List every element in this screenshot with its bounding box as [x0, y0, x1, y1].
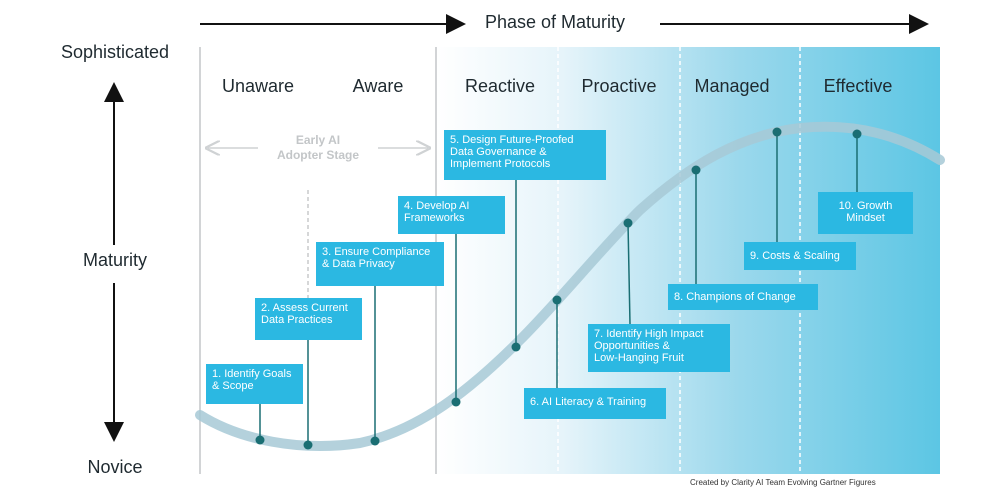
step-dot-8: [691, 165, 701, 175]
step-dot-10: [852, 129, 862, 139]
y-label-bottom: Novice: [87, 457, 143, 477]
step-dot-6: [552, 295, 562, 305]
stage-managed: Managed: [694, 76, 770, 96]
step-box-4: 4. Develop AI Frameworks: [398, 196, 505, 234]
step-dot-7: [623, 218, 633, 228]
y-label-middle: Maturity: [82, 250, 147, 270]
step-box-2: 2. Assess Current Data Practices: [255, 298, 362, 340]
early-adopter-label: Early AI Adopter Stage: [276, 133, 359, 162]
y-label-top: Sophisticated: [60, 42, 170, 62]
step-dot-1: [255, 435, 265, 445]
stage-aware: Aware: [352, 76, 404, 96]
phase-title: Phase of Maturity: [484, 12, 626, 32]
step-box-7: 7. Identify High Impact Opportunities & …: [588, 324, 730, 372]
step-dot-9: [772, 127, 782, 137]
step-box-10: 10. Growth Mindset: [818, 192, 913, 234]
step-box-1: 1. Identify Goals & Scope: [206, 364, 303, 404]
step-box-9: 9. Costs & Scaling: [744, 242, 856, 270]
connector-step-7: [627, 222, 631, 325]
step-dot-2: [303, 440, 313, 450]
step-dot-4: [451, 397, 461, 407]
stage-effective: Effective: [823, 76, 893, 96]
maturity-background: [436, 47, 940, 474]
step-dot-3: [370, 436, 380, 446]
stage-unaware: Unaware: [221, 76, 295, 96]
stage-reactive: Reactive: [464, 76, 536, 96]
step-box-5: 5. Design Future-Proofed Data Governance…: [444, 130, 606, 180]
credit-text: Created by Clarity AI Team Evolving Gart…: [690, 478, 876, 487]
maturity-curve: [195, 121, 945, 451]
step-box-8: 8. Champions of Change: [668, 284, 818, 310]
stage-proactive: Proactive: [581, 76, 657, 96]
step-box-3: 3. Ensure Compliance & Data Privacy: [316, 242, 444, 286]
step-dot-5: [511, 342, 521, 352]
step-box-6: 6. AI Literacy & Training: [524, 388, 666, 419]
